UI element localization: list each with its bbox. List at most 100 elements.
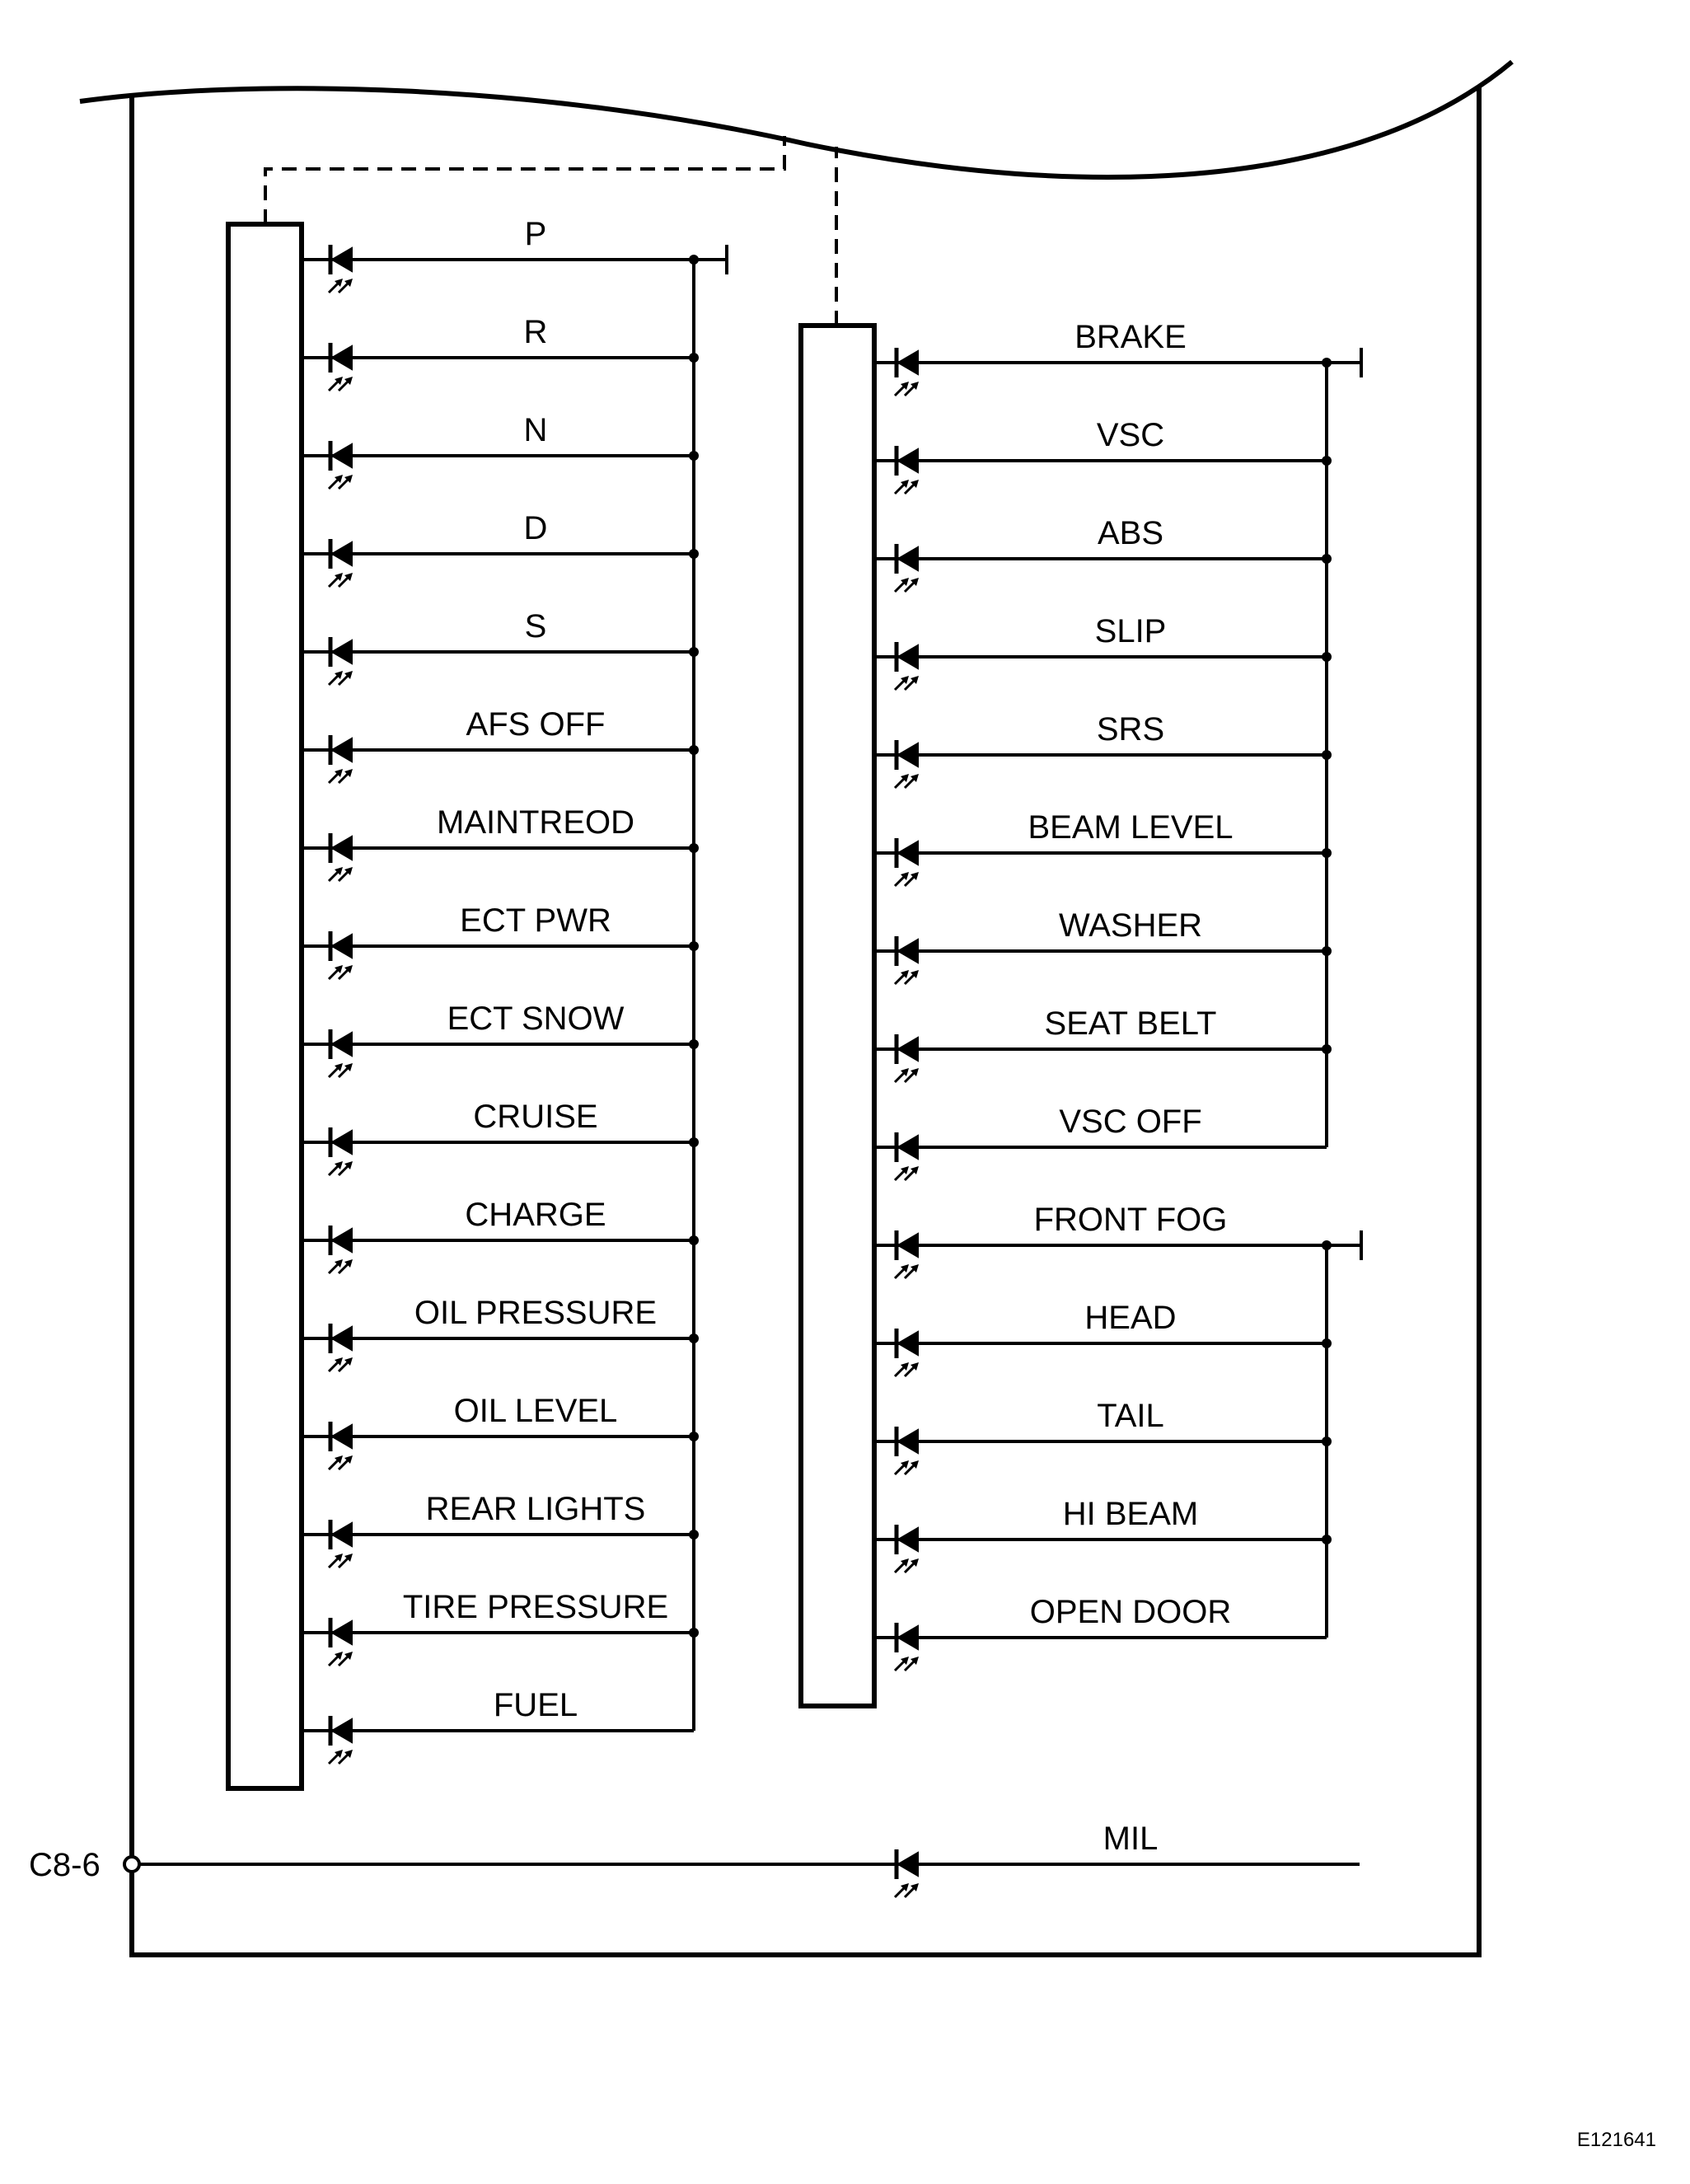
indicator-row: SRS	[874, 711, 1332, 790]
led-icon	[327, 1226, 353, 1275]
indicator-row: VSC	[874, 417, 1332, 495]
indicator-label: ABS	[1098, 515, 1163, 551]
indicator-row: FUEL	[302, 1687, 694, 1765]
indicator-row: TAIL	[874, 1398, 1332, 1476]
indicator-row: P	[302, 216, 699, 294]
led-icon	[893, 1230, 919, 1280]
left-indicator-column: P R N D S AFS OFF MAINTREOD ECT PWR ECT SNOW CRUI…	[302, 216, 728, 1765]
right-indicator-column: BRAKE VSC ABS SLIP SRS BEAM LEVEL WASHER SEAT B…	[874, 319, 1363, 1672]
led-icon	[327, 833, 353, 883]
indicator-label: FUEL	[494, 1687, 578, 1723]
indicator-row: ABS	[874, 515, 1332, 593]
indicator-row: ECT SNOW	[302, 1001, 699, 1079]
led-icon	[327, 1716, 353, 1765]
indicator-row: CHARGE	[302, 1197, 699, 1275]
indicator-label: CRUISE	[473, 1099, 597, 1135]
right-processor-block	[798, 323, 877, 1708]
indicator-row: N	[302, 412, 699, 490]
indicator-row: OIL PRESSURE	[302, 1295, 699, 1373]
led-icon	[327, 245, 353, 294]
led-icon	[893, 1525, 919, 1574]
led-icon	[327, 343, 353, 392]
indicator-row: HEAD	[874, 1300, 1332, 1378]
indicator-label: P	[525, 216, 547, 252]
indicator-label: R	[524, 314, 548, 350]
housing-wavy-top-edge	[79, 59, 1514, 180]
indicator-label: HEAD	[1084, 1300, 1176, 1336]
indicator-label: N	[524, 412, 548, 448]
led-icon	[327, 1520, 353, 1569]
led-icon	[893, 936, 919, 986]
indicator-row: SEAT BELT	[874, 1005, 1332, 1084]
indicator-row: HI BEAM	[874, 1496, 1332, 1574]
indicator-label: ECT PWR	[460, 902, 611, 939]
led-icon	[893, 642, 919, 691]
indicator-row: MAINTREOD	[302, 804, 699, 883]
indicator-label: BRAKE	[1074, 319, 1187, 355]
led-icon	[893, 544, 919, 593]
indicator-row: FRONT FOG	[874, 1202, 1332, 1280]
indicator-label: OPEN DOOR	[1030, 1594, 1231, 1630]
led-icon	[327, 1127, 353, 1177]
led-icon	[893, 446, 919, 495]
indicator-row: AFS OFF	[302, 706, 699, 785]
mil-indicator-row: MIL	[139, 1821, 1360, 1899]
indicator-label: WASHER	[1059, 907, 1202, 944]
led-icon	[893, 1132, 919, 1182]
led-icon	[327, 1422, 353, 1471]
indicator-label: D	[524, 510, 548, 546]
indicator-row: SLIP	[874, 613, 1332, 691]
indicator-label: REAR LIGHTS	[426, 1491, 646, 1527]
led-icon	[893, 1034, 919, 1084]
led-icon	[327, 1029, 353, 1079]
indicator-row: ECT PWR	[302, 902, 699, 981]
indicator-row: REAR LIGHTS	[302, 1491, 699, 1569]
housing-frame	[129, 87, 1482, 1957]
figure-code: E121641	[1577, 2129, 1656, 2151]
indicator-label: TIRE PRESSURE	[403, 1589, 668, 1625]
indicator-label: TAIL	[1097, 1398, 1164, 1434]
indicator-label: SLIP	[1095, 613, 1167, 649]
indicator-row: WASHER	[874, 907, 1332, 986]
led-icon	[893, 348, 919, 397]
indicator-label: FRONT FOG	[1034, 1202, 1228, 1238]
indicator-label: MAINTREOD	[437, 804, 634, 841]
led-icon	[893, 838, 919, 888]
mil-led-icon	[893, 1849, 919, 1899]
led-icon	[893, 1329, 919, 1378]
indicator-label: VSC	[1097, 417, 1164, 453]
led-icon	[327, 637, 353, 687]
indicator-row: BRAKE	[874, 319, 1332, 397]
led-icon	[893, 1427, 919, 1476]
led-icon	[893, 1623, 919, 1672]
indicator-row: BEAM LEVEL	[874, 809, 1332, 888]
mil-label: MIL	[1103, 1821, 1159, 1857]
indicator-label: BEAM LEVEL	[1028, 809, 1233, 846]
indicator-row: VSC OFF	[874, 1104, 1327, 1182]
indicator-row: OPEN DOOR	[874, 1594, 1327, 1672]
indicator-label: ECT SNOW	[447, 1001, 625, 1037]
indicator-label: SEAT BELT	[1045, 1005, 1217, 1042]
indicator-row: OIL LEVEL	[302, 1393, 699, 1471]
connector-label: C8-6	[29, 1847, 101, 1883]
left-processor-dashed-link	[264, 136, 786, 224]
indicator-label: HI BEAM	[1063, 1496, 1198, 1532]
led-icon	[327, 735, 353, 785]
indicator-row: S	[302, 608, 699, 687]
indicator-label: CHARGE	[465, 1197, 606, 1233]
indicator-row: R	[302, 314, 699, 392]
indicator-row: D	[302, 510, 699, 588]
led-icon	[893, 740, 919, 790]
connector-terminal	[123, 1855, 141, 1873]
left-processor-block	[226, 222, 304, 1791]
led-icon	[327, 1618, 353, 1667]
indicator-label: OIL PRESSURE	[414, 1295, 657, 1331]
indicator-label: SRS	[1097, 711, 1164, 748]
indicator-label: VSC OFF	[1059, 1104, 1201, 1140]
led-icon	[327, 441, 353, 490]
indicator-label: AFS OFF	[466, 706, 606, 743]
led-icon	[327, 1324, 353, 1373]
indicator-row: CRUISE	[302, 1099, 699, 1177]
indicator-row: TIRE PRESSURE	[302, 1589, 699, 1667]
